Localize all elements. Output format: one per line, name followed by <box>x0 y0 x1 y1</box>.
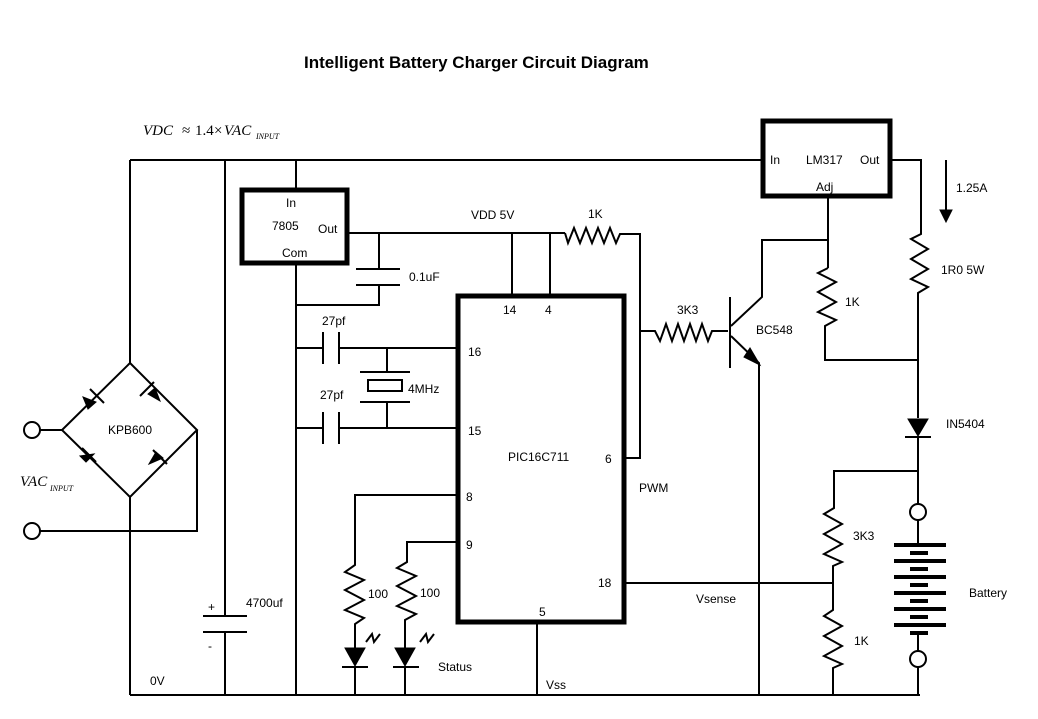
svg-text:VDC: VDC <box>143 123 174 139</box>
status-led-2: 100 <box>393 541 458 695</box>
svg-text:18: 18 <box>598 576 612 590</box>
decoupling-capacitor: 0.1uF <box>296 233 440 306</box>
svg-text:1K: 1K <box>854 634 869 648</box>
svg-text:Battery: Battery <box>969 586 1007 600</box>
svg-text:1K: 1K <box>588 207 603 221</box>
svg-text:Out: Out <box>860 153 880 167</box>
battery: Battery <box>894 503 1007 695</box>
svg-text:×: × <box>214 123 222 139</box>
diode-in5404: IN5404 <box>905 417 985 505</box>
current-arrow: 1.25A <box>939 160 987 224</box>
bridge-diode <box>147 449 168 466</box>
svg-text:+: + <box>208 600 215 614</box>
adj-resistor: 1K <box>815 267 918 361</box>
vdc-rail <box>129 159 762 363</box>
svg-text:16: 16 <box>468 345 482 359</box>
sense-resistor: 1R0 5W <box>890 159 985 418</box>
ac-input-terminal <box>23 522 41 540</box>
svg-text:4700uf: 4700uf <box>246 596 283 610</box>
svg-text:14: 14 <box>503 303 517 317</box>
svg-text:6: 6 <box>605 452 612 466</box>
oscillator-circuit: 27pf 27pf 4MHz <box>296 314 458 444</box>
svg-text:3K3: 3K3 <box>677 303 699 317</box>
bridge-rectifier: KPB600 VAC INPUT <box>20 361 199 695</box>
svg-text:Com: Com <box>282 246 307 260</box>
svg-text:VAC: VAC <box>224 123 252 139</box>
svg-text:PIC16C711: PIC16C711 <box>508 450 569 464</box>
svg-text:27pf: 27pf <box>322 314 346 328</box>
svg-text:3K3: 3K3 <box>853 529 875 543</box>
svg-text:1.25A: 1.25A <box>956 181 987 195</box>
bridge-label: KPB600 <box>108 423 152 437</box>
status-led-1: 100 <box>342 494 458 695</box>
status-label: Status <box>438 660 472 674</box>
svg-text:INPUT: INPUT <box>255 132 280 141</box>
vac-input-label: VAC <box>20 474 48 490</box>
svg-text:In: In <box>286 196 296 210</box>
vss-label: Vss <box>546 678 566 692</box>
svg-text:27pf: 27pf <box>320 388 344 402</box>
bridge-diode <box>78 447 97 463</box>
svg-text:1R0 5W: 1R0 5W <box>941 263 985 277</box>
svg-text:Out: Out <box>318 222 338 236</box>
ground-label: 0V <box>150 674 165 688</box>
base-resistor: 3K3 <box>640 303 728 345</box>
reservoir-capacitor: + - 4700uf <box>203 160 283 695</box>
diagram-title: Intelligent Battery Charger Circuit Diag… <box>304 53 649 72</box>
svg-text:INPUT: INPUT <box>49 484 74 493</box>
svg-text:100: 100 <box>368 587 388 601</box>
crystal-label: 4MHz <box>408 382 439 396</box>
svg-text:8: 8 <box>466 490 473 504</box>
regulator-lm317: In LM317 Out Adj <box>760 118 893 199</box>
svg-text:In: In <box>770 153 780 167</box>
bridge-diode <box>139 381 161 403</box>
svg-text:7805: 7805 <box>272 219 299 233</box>
ac-input-terminal <box>23 421 41 439</box>
regulator-7805: In 7805 Out Com <box>239 187 350 266</box>
svg-text:5: 5 <box>539 605 546 619</box>
microcontroller-pic16c711: PIC16C711 14 4 16 15 8 9 6 18 5 <box>455 293 627 625</box>
vsense-label: Vsense <box>696 592 736 606</box>
svg-text:BC548: BC548 <box>756 323 793 337</box>
svg-text:100: 100 <box>420 586 440 600</box>
svg-text:Adj: Adj <box>816 180 833 194</box>
transistor-bc548: BC548 <box>729 239 828 695</box>
svg-text:4: 4 <box>545 303 552 317</box>
svg-text:IN5404: IN5404 <box>946 417 985 431</box>
svg-text:LM317: LM317 <box>806 153 843 167</box>
svg-text:1.4: 1.4 <box>195 123 214 139</box>
voltage-divider: 3K3 1K <box>821 470 918 695</box>
vdd-label: VDD 5V <box>471 208 514 222</box>
svg-text:15: 15 <box>468 424 482 438</box>
svg-text:-: - <box>208 639 212 653</box>
bridge-diode <box>82 388 105 410</box>
pwm-label: PWM <box>639 481 668 495</box>
svg-text:1K: 1K <box>845 295 860 309</box>
svg-text:≈: ≈ <box>182 123 190 139</box>
vdc-equation: VDC ≈ 1.4 × VAC INPUT <box>143 123 280 141</box>
svg-text:9: 9 <box>466 538 473 552</box>
pullup-resistor: 1K <box>564 207 641 459</box>
svg-text:0.1uF: 0.1uF <box>409 270 440 284</box>
